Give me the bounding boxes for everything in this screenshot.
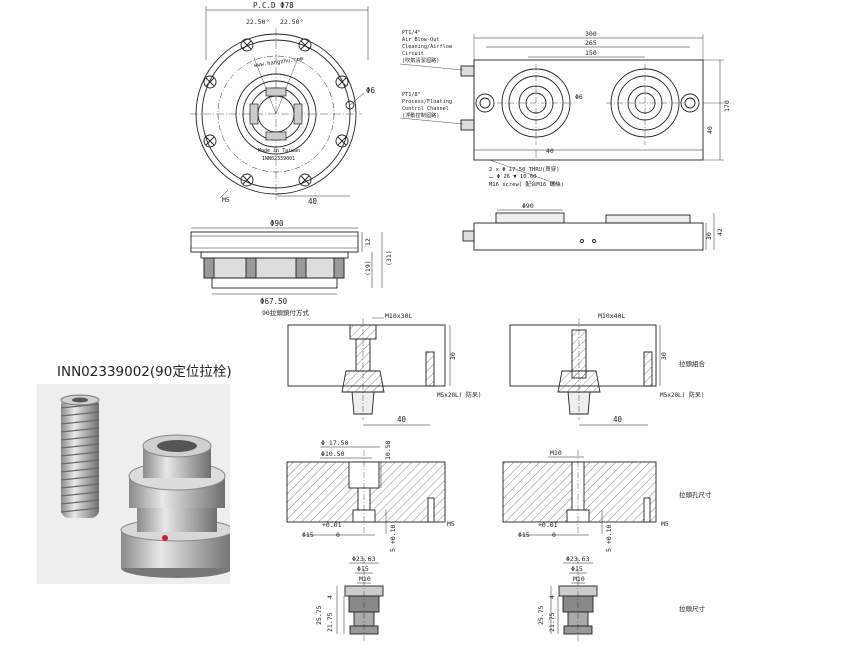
- port2-line3: Control Channel: [402, 106, 449, 112]
- stud-m10a: M10: [359, 575, 371, 583]
- assy-caption: 拉頭組合: [679, 359, 706, 368]
- port2-line4: (浮動控制迴路): [402, 111, 439, 119]
- angle-left: 22.50°: [246, 18, 269, 26]
- plate-view: [399, 34, 724, 186]
- plate-note1: 2 x Φ 17.50 THRU(貫穿): [489, 165, 560, 173]
- side-d67: Φ67.50: [260, 297, 288, 306]
- bolt-left-label: M10x30L: [385, 312, 412, 320]
- assy-dim40b: 40: [613, 415, 623, 424]
- d6-label: Φ6: [366, 86, 376, 95]
- product-title: INN02339002(90定位拉栓): [57, 364, 232, 380]
- stud-d2363b: Φ23.63: [566, 555, 590, 563]
- hole-d15: Φ15: [302, 531, 314, 539]
- stud-h2575: 25.75: [315, 605, 323, 625]
- dim-40-bottom: 40: [546, 147, 554, 155]
- hole-tol-r: +0.01: [538, 521, 558, 529]
- pin-left-label: M5x20L( 防呆): [437, 391, 482, 399]
- top-view: [190, 6, 369, 200]
- port1-line1: PT1/4": [402, 30, 421, 36]
- stud-h2575b: 25.75: [537, 605, 545, 625]
- angle-right: 22.50°: [280, 18, 303, 26]
- hole-tol0-r: 0: [552, 531, 556, 539]
- dim-150: 150: [585, 49, 597, 57]
- port2-line1: PT1/8": [402, 92, 421, 98]
- dim-300: 300: [585, 30, 597, 38]
- stud-h2175b: 21.75: [548, 612, 556, 632]
- m5-label: M5: [222, 196, 230, 204]
- hole-size-right: [502, 450, 657, 536]
- stud-d2363a: Φ23.63: [352, 555, 376, 563]
- hole-d1050: Φ10.50: [321, 450, 345, 458]
- product-photo: [37, 384, 234, 584]
- side-plate: [462, 209, 715, 251]
- pull-stud-image: [120, 434, 234, 578]
- made-in-text: Made in Taiwan: [258, 148, 300, 154]
- dim-265: 265: [585, 39, 597, 47]
- assy-dim40a: 40: [397, 415, 407, 424]
- stud-d15b: Φ15: [571, 565, 583, 573]
- hole-tol: +0.01: [322, 521, 342, 529]
- side-caption: 90拉頭鎖付方式: [262, 308, 309, 317]
- threaded-stud-image: [60, 394, 100, 518]
- side-h12: 12: [364, 238, 372, 246]
- stud-left: [336, 558, 384, 642]
- port1-line2: Air Blow-Out: [402, 37, 439, 43]
- bolt-holes: [203, 38, 349, 187]
- stud-h4: 4: [326, 595, 334, 599]
- dim-40-label: 40: [308, 197, 318, 206]
- port1-line5: (吹氣清潔迴路): [402, 56, 439, 64]
- plate-note3: M16 screw( 配合M16 螺絲): [489, 180, 564, 188]
- stud-caption: 拉頭尺寸: [679, 604, 706, 613]
- hole-m5: M5: [447, 520, 455, 528]
- stud-d15a: Φ15: [357, 565, 369, 573]
- hole-d15-r: Φ15: [518, 531, 530, 539]
- port1-line3: Cleaning/Airflow: [402, 44, 453, 50]
- side-plate-d90: Φ90: [522, 202, 534, 210]
- stud-h4b: 4: [548, 595, 556, 599]
- pcd-label: P.C.D Φ78: [253, 1, 294, 10]
- product-render: [60, 394, 234, 578]
- dim-170: 170: [723, 100, 731, 112]
- side-view: [190, 227, 383, 295]
- hole-size-left: [286, 446, 446, 536]
- assembly-left: [287, 317, 451, 426]
- assy-h30b: 30: [660, 352, 668, 360]
- hole-caption: 拉頭孔尺寸: [679, 490, 712, 499]
- assy-h30a: 30: [449, 352, 457, 360]
- hole-depth5-r: 5 +0.10: [605, 525, 613, 552]
- side-plate-h30: 30: [705, 232, 713, 240]
- plate-d6: Φ6: [575, 93, 583, 101]
- side-d90: Φ90: [270, 219, 284, 228]
- dim-40-right: 40: [706, 126, 714, 134]
- side-plate-h42: 42: [716, 228, 724, 236]
- side-h19: (19): [364, 260, 372, 276]
- part-no-text: INN02339001: [262, 156, 295, 162]
- pin-right-label: M5x20L( 防呆): [660, 391, 705, 399]
- hole-m10: M10: [550, 449, 562, 457]
- stud-m10b: M10: [573, 575, 585, 583]
- port1-line4: Circuit: [402, 51, 424, 57]
- red-dot-marker: [162, 535, 168, 541]
- bolt-right-label: M10x40L: [598, 312, 625, 320]
- hole-tol0: 0: [336, 531, 340, 539]
- hole-m5-r: M5: [661, 520, 669, 528]
- port2-line2: Process/Floating: [402, 99, 452, 105]
- stud-right: [550, 558, 598, 642]
- hole-d1750: Φ 17.50: [321, 439, 348, 447]
- hole-depth1050: 10.50: [384, 440, 392, 460]
- plate-note2: ⌴ Φ 26 ▼ 10.60: [489, 174, 536, 180]
- side-h31: (31): [385, 250, 393, 266]
- assembly-right: [509, 318, 661, 426]
- stud-h2175: 21.75: [326, 612, 334, 632]
- hole-depth5: 5 +0.10: [389, 525, 397, 552]
